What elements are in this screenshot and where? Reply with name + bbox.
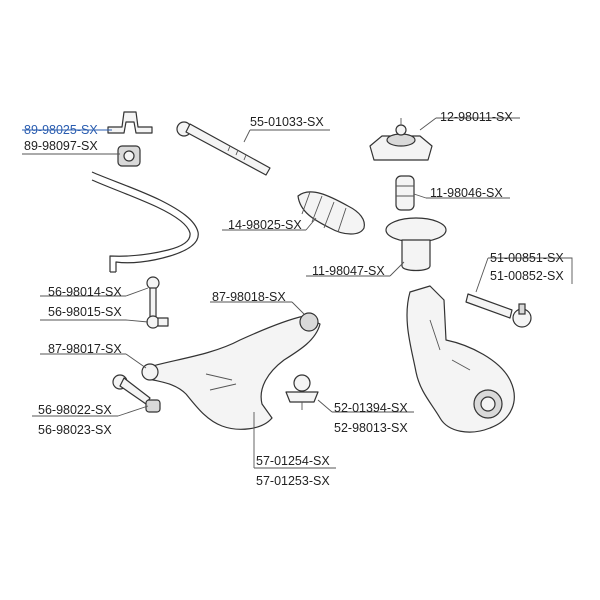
lower-control-arm-part[interactable] <box>141 312 321 430</box>
stabilizer-bar-part[interactable] <box>91 171 199 273</box>
label-11-98046[interactable]: 11-98046-SX <box>430 186 503 200</box>
label-11-98047[interactable]: 11-98047-SX <box>312 264 385 278</box>
steering-knuckle-part[interactable] <box>406 285 515 433</box>
label-56-98014[interactable]: 56-98014-SX <box>48 285 122 299</box>
label-14-98025[interactable]: 14-98025-SX <box>228 218 302 232</box>
label-56-98023[interactable]: 56-98023-SX <box>38 423 112 437</box>
label-52-98013[interactable]: 52-98013-SX <box>334 421 408 435</box>
tie-rod-part[interactable] <box>176 121 271 176</box>
label-89-98097[interactable]: 89-98097-SX <box>24 139 98 153</box>
label-12-98011[interactable]: 12-98011-SX <box>440 110 513 124</box>
label-51-00852[interactable]: 51-00852-SX <box>490 269 564 283</box>
label-57-01254[interactable]: 57-01254-SX <box>256 454 330 468</box>
label-87-98018[interactable]: 87-98018-SX <box>212 290 286 304</box>
ball-joint-part[interactable] <box>285 374 319 410</box>
label-57-01253[interactable]: 57-01253-SX <box>256 474 330 488</box>
label-87-98017[interactable]: 87-98017-SX <box>48 342 122 356</box>
spring-seat-part[interactable] <box>385 217 447 272</box>
strut-mount-part[interactable] <box>369 118 433 161</box>
tie-rod-end-part[interactable] <box>465 293 532 328</box>
label-89-98025[interactable]: 89-98025-SX <box>24 123 98 137</box>
label-51-00851[interactable]: 51-00851-SX <box>490 251 564 265</box>
label-55-01033[interactable]: 55-01033-SX <box>250 115 324 129</box>
stabilizer-bushing-part[interactable] <box>117 145 141 167</box>
steering-boot-part[interactable] <box>297 191 365 235</box>
bump-stop-part[interactable] <box>395 175 415 211</box>
label-56-98022[interactable]: 56-98022-SX <box>38 403 112 417</box>
label-56-98015[interactable]: 56-98015-SX <box>48 305 122 319</box>
label-52-01394[interactable]: 52-01394-SX <box>334 401 408 415</box>
leader-lines <box>22 117 573 469</box>
stabilizer-bracket-part[interactable] <box>107 111 153 134</box>
stabilizer-link-part[interactable] <box>146 276 169 329</box>
arm-bushing-part[interactable] <box>112 374 161 413</box>
